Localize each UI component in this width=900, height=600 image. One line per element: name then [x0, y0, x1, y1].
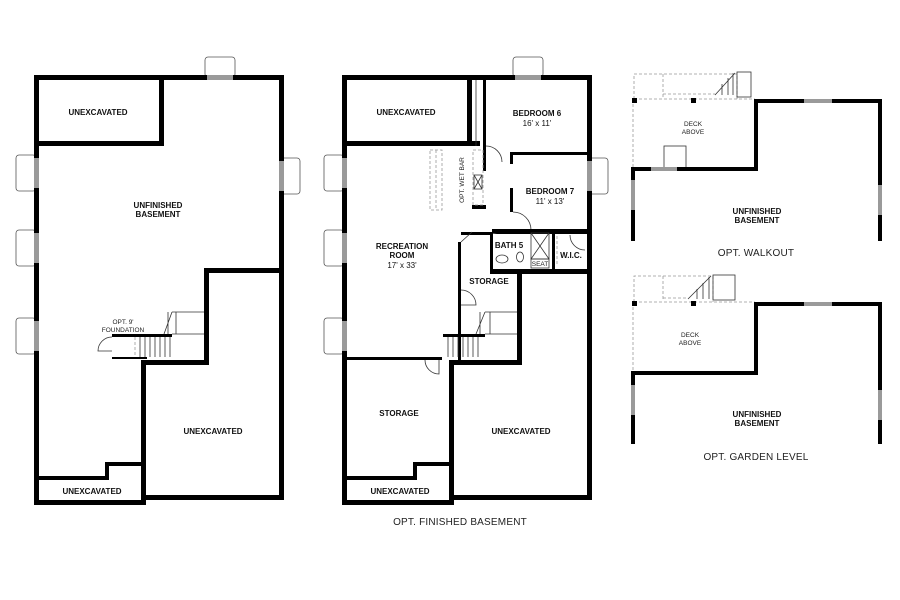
window-bay — [15, 154, 37, 192]
room-label-unfinished-basement: UNFINISHED — [134, 201, 183, 210]
window-bay — [15, 317, 37, 355]
room-dim-bedroom-6: 16' x 11' — [523, 119, 552, 128]
room-label-unexcavated: UNEXCAVATED — [68, 108, 127, 117]
room-label-unexcavated: UNEXCAVATED — [376, 108, 435, 117]
room-label-unfinished-basement: UNFINISHED — [733, 207, 782, 216]
plan-finished-basement: UNEXCAVATED BEDROOM 6 16' x 11' BEDROOM … — [323, 56, 609, 528]
note-foundation: FOUNDATION — [102, 327, 145, 334]
plan-garden-level: DECK ABOVE UNFINISHED BASEMENT OPT. GARD… — [631, 274, 882, 463]
room-label-unexcavated: UNEXCAVATED — [370, 487, 429, 496]
window-bay — [323, 317, 345, 355]
room-dim-recreation-room: 17' x 33' — [387, 261, 417, 270]
note-foundation: OPT. 9' — [112, 319, 133, 326]
room-label-recreation-room: ROOM — [390, 251, 415, 260]
room-dim-bedroom-7: 11' x 13' — [536, 197, 565, 206]
room-label-unexcavated: UNEXCAVATED — [62, 487, 121, 496]
window-bay — [323, 229, 345, 267]
stairs — [134, 311, 204, 357]
label-deck-above: DECK — [684, 121, 703, 128]
room-label-unfinished-basement: BASEMENT — [735, 216, 780, 225]
caption-garden-level: OPT. GARDEN LEVEL — [703, 452, 808, 463]
caption-walkout: OPT. WALKOUT — [718, 248, 794, 259]
room-label-unexcavated: UNEXCAVATED — [183, 427, 242, 436]
room-label-unfinished-basement: UNFINISHED — [733, 410, 782, 419]
room-label-storage: STORAGE — [469, 277, 509, 286]
window-bay — [15, 229, 37, 267]
room-label-unexcavated: UNEXCAVATED — [491, 427, 550, 436]
window-bay — [512, 56, 544, 78]
caption-finished-basement: OPT. FINISHED BASEMENT — [393, 517, 527, 528]
room-label-bath-5: BATH 5 — [495, 241, 524, 250]
room-label-recreation-room: RECREATION — [376, 242, 429, 251]
stairs — [447, 337, 479, 357]
label-deck-above: DECK — [681, 332, 700, 339]
label-deck-above: ABOVE — [679, 340, 702, 347]
room-label-wic: W.I.C. — [560, 251, 582, 260]
plan-unfinished-basement: UNEXCAVATED UNFINISHED BASEMENT OPT. 9' … — [15, 56, 301, 505]
room-label-storage: STORAGE — [379, 409, 419, 418]
plan-walkout: DECK ABOVE UNFINISHED BASEMENT OPT. WALK… — [631, 71, 882, 259]
label-deck-above: ABOVE — [682, 129, 705, 136]
room-label-bedroom-7: BEDROOM 7 — [526, 187, 575, 196]
room-label-unfinished-basement: BASEMENT — [735, 419, 780, 428]
label-opt-wet-bar: OPT. WET BAR — [459, 157, 466, 203]
room-label-unfinished-basement: BASEMENT — [136, 210, 181, 219]
label-seat: SEAT — [532, 261, 549, 268]
room-label-bedroom-6: BEDROOM 6 — [513, 109, 562, 118]
window-bay — [204, 56, 236, 78]
window-bay — [323, 154, 345, 192]
